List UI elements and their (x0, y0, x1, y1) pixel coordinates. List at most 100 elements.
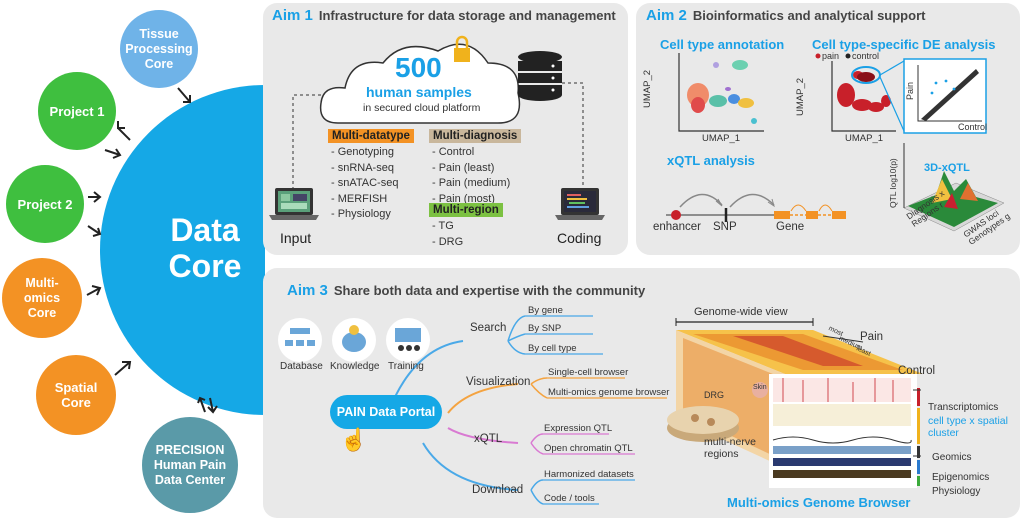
branch-search[interactable]: Search (470, 322, 507, 334)
xqtl-3d-surface (903, 143, 1005, 232)
track-physiology: Physiology (932, 486, 981, 497)
aim1-num: Aim 1 (272, 7, 313, 24)
data-core-line2: Core (168, 248, 242, 284)
umap2-label-b: UMAP_2 (795, 77, 806, 116)
coding-label: Coding (557, 230, 602, 246)
region-item: - DRG (432, 235, 464, 248)
datatype-item: - Physiology (331, 208, 391, 220)
genome-wide-view-label: Genome-wide view (694, 306, 788, 318)
multiregion-list: - TG - DRG (432, 219, 463, 250)
harmonized-datasets-link[interactable]: Harmonized datasets (544, 469, 634, 480)
aim2-heading: Aim 2 Bioinformatics and analytical suppo… (646, 7, 925, 24)
pointer-hand-icon: ☝ (340, 427, 368, 452)
project1-label: Project 1 (49, 103, 105, 119)
diagnosis-item: - Pain (medium) (432, 177, 511, 189)
legend-control: control (852, 51, 880, 61)
umap-de-clusters (837, 71, 891, 112)
diagnosis-item: - Pain (most) (432, 192, 495, 205)
precision-center-circle: PRECISION Human Pain Data Center (142, 417, 238, 513)
aim1-graphics (269, 35, 605, 220)
coding-laptop-icon (555, 188, 605, 220)
datatype-item: - snATAC-seq (331, 177, 399, 189)
diagnosis-item: - Control (432, 146, 475, 158)
enhancer-label: enhancer (653, 221, 701, 233)
aim2-title: Bioinformatics and analytical support (692, 8, 926, 23)
multidatatype-header: Multi-datatype (328, 129, 414, 143)
expression-qtl-link[interactable]: Expression QTL (544, 423, 613, 434)
track-transcriptomics: Transcriptomics (928, 402, 999, 413)
pain-label: Pain (860, 331, 884, 343)
project1-circle: Project 1 (38, 72, 116, 150)
drg-label: DRG (704, 390, 724, 400)
branch-xqtl[interactable]: xQTL (474, 433, 503, 445)
diagnosis-item: - Pain (least) (432, 161, 495, 174)
browser-title: Multi-omics Genome Browser (727, 495, 911, 510)
control-label: Control (898, 365, 936, 377)
aim2-num: Aim 2 (646, 7, 687, 24)
gene-label: Gene (776, 221, 805, 233)
data-core-line1: Data (170, 212, 240, 248)
input-label: Input (280, 230, 312, 246)
input-laptop-icon (269, 188, 319, 220)
axis-qtl: QTL log10(p) (888, 158, 898, 208)
scatter-points (921, 69, 979, 121)
icon-label-training: Training (388, 361, 424, 372)
umap-celltype-clusters (687, 60, 757, 124)
xqtl-title: xQTL analysis (667, 153, 755, 168)
aim2-graphics (666, 53, 1005, 232)
de-title: Cell type-specific DE analysis (812, 37, 996, 52)
track-epigenomics: Epigenomics (932, 472, 990, 483)
xqtl3d-title: 3D-xQTL (924, 162, 970, 174)
data-core-disk (100, 85, 265, 415)
track-geomics: Geomics (932, 452, 972, 463)
aim1-heading: Aim 1 Infrastructure for data storage and… (272, 7, 616, 24)
umap1-label-a: UMAP_1 (702, 133, 741, 144)
aim1-cloud-sub: in secured cloud platform (363, 102, 481, 114)
portal-label: PAIN Data Portal (336, 405, 436, 419)
skin-label: Skin (753, 384, 767, 391)
icon-label-database: Database (280, 361, 323, 372)
core-arrows (86, 87, 218, 414)
celltype-title: Cell type annotation (660, 37, 785, 52)
core-diagram-svg (86, 85, 265, 415)
aim1-count: 500 (395, 52, 442, 83)
search-by-cell-type[interactable]: By cell type (528, 343, 577, 354)
pain-data-portal-button[interactable]: PAIN Data Portal (330, 395, 442, 429)
tissue-processing-core: Tissue Processing Core (120, 10, 198, 88)
aim3-title: Share both data and expertise with the c… (333, 283, 646, 298)
aim1-title: Infrastructure for data storage and mana… (318, 8, 616, 23)
multidiagnosis-header: Multi-diagnosis (429, 129, 522, 143)
aim3-num: Aim 3 (287, 282, 328, 299)
multiomics-label: Multi-omics Core (23, 275, 61, 320)
aim1-samples: human samples (366, 84, 472, 100)
single-cell-browser-link[interactable]: Single-cell browser (548, 367, 629, 378)
search-by-snp[interactable]: By SNP (528, 323, 562, 334)
track-celltype-spatial: cell type x spatial cluster (928, 415, 1008, 439)
branch-download[interactable]: Download (472, 484, 524, 496)
project2-circle: Project 2 (6, 165, 84, 243)
spatial-label: Spatial Core (54, 380, 98, 410)
tissue-core-label: Tissue Processing Core (125, 26, 193, 71)
precision-label: PRECISION Human Pain Data Center (153, 442, 227, 487)
region-item: - TG (432, 220, 454, 232)
multi-nerve-label: multi-nerve regions (704, 436, 756, 460)
legend-pain: pain (822, 51, 840, 61)
lock-icon (454, 48, 470, 62)
aim3-graphics (278, 315, 923, 505)
multidiagnosis-list: - Control - Pain (least) - Pain (medium)… (432, 145, 510, 207)
spatial-core-circle: Spatial Core (36, 355, 116, 435)
database-icon (518, 51, 562, 101)
icon-label-knowledge: Knowledge (330, 361, 380, 372)
code-tools-link[interactable]: Code / tools (544, 493, 595, 504)
aim3-heading: Aim 3 Share both data and expertise with … (287, 282, 645, 299)
umap2-label-a: UMAP_2 (642, 69, 653, 108)
search-by-gene[interactable]: By gene (528, 305, 563, 316)
open-chromatin-qtl-link[interactable]: Open chromatin QTL (544, 443, 633, 454)
scatter-y-label: Pain (905, 81, 915, 100)
branch-visualization[interactable]: Visualization (466, 376, 531, 388)
multiregion-header: Multi-region (429, 203, 503, 217)
datatype-item: - Genotyping (331, 146, 394, 158)
multiomics-genome-browser-link[interactable]: Multi-omics genome browser (548, 387, 670, 398)
datatype-item: - snRNA-seq (331, 161, 394, 174)
project2-label: Project 2 (17, 196, 73, 212)
